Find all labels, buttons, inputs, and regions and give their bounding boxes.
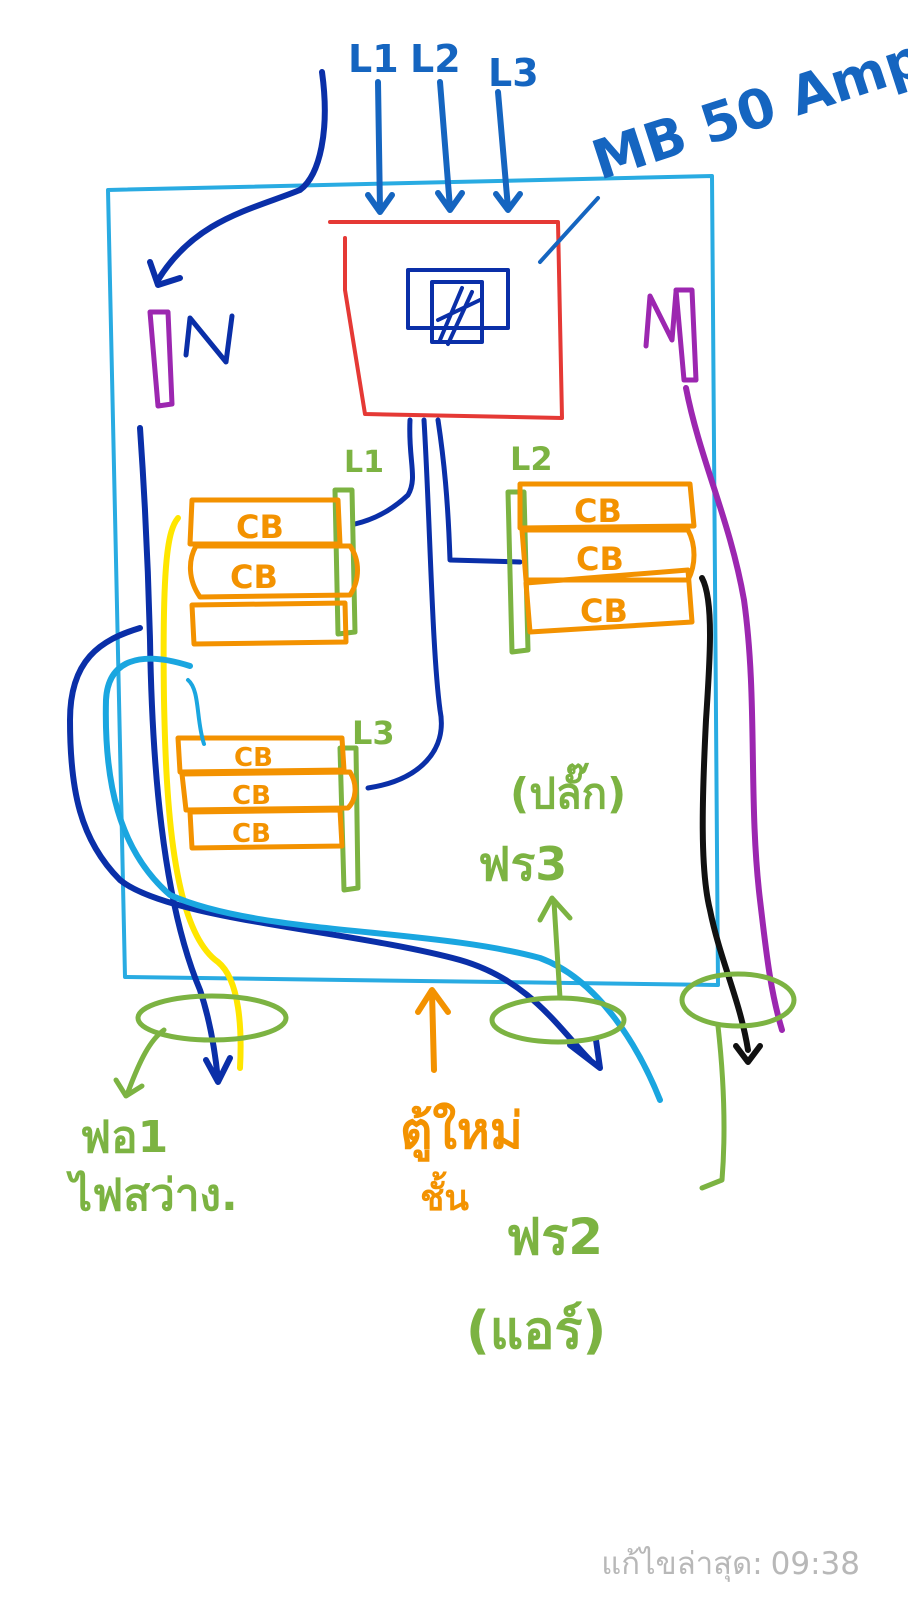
main-breaker-pointer bbox=[538, 196, 600, 264]
floor3-label: ฟร3 bbox=[478, 837, 567, 891]
bus-l2-cb-1: CB bbox=[574, 492, 622, 530]
neutral-bar-right bbox=[643, 287, 699, 383]
new-cabinet-arrow bbox=[415, 987, 451, 1073]
bus-l3-label: L3 bbox=[352, 714, 395, 752]
floor2-ac-label: (แอร์) bbox=[466, 1301, 606, 1361]
breaker-to-bus-wires bbox=[352, 417, 523, 791]
last-edited-timestamp: แก้ไขล่าสุด:09:38 bbox=[601, 1538, 868, 1588]
input-phase-label-3: L3 bbox=[488, 51, 539, 95]
floor1-neutral-wire bbox=[137, 425, 233, 1085]
floor2-label: ฟร2 bbox=[506, 1208, 603, 1266]
enclosure-outline bbox=[106, 174, 720, 987]
floor1-label: ฟอ1 bbox=[80, 1112, 168, 1163]
floor3-purple-neutral bbox=[683, 385, 785, 1033]
floor2-blue-wire bbox=[67, 625, 603, 1071]
floor1-cyan-drop bbox=[186, 678, 206, 746]
floor3-black-wire bbox=[699, 575, 763, 1065]
neutral-bar-left bbox=[147, 309, 175, 409]
cable-glands bbox=[135, 971, 797, 1045]
neutral-bar-right-label: N bbox=[650, 339, 652, 341]
new-cabinet-label: ตู้ใหม่ bbox=[400, 1102, 523, 1162]
floor1-lighting-label: ไฟสว่าง. bbox=[66, 1169, 238, 1221]
main-breaker-switch-icon bbox=[406, 268, 510, 346]
floor3-plug-label: (ปลั๊ก) bbox=[510, 762, 626, 818]
bus-l1-breakers bbox=[187, 497, 360, 647]
neutral-bar-left-n-glyph bbox=[183, 313, 235, 365]
bus-l3-cb-3: CB bbox=[232, 819, 271, 849]
input-phase-label-1: L1 bbox=[348, 37, 399, 81]
bus-l2-breakers bbox=[517, 481, 697, 635]
bus-l1-label: L1 bbox=[344, 445, 384, 480]
bus-l2-label: L2 bbox=[510, 440, 553, 478]
bus-l1-cb-1: CB bbox=[236, 508, 284, 546]
main-breaker-box bbox=[328, 220, 564, 420]
floor1-yellow-wire bbox=[160, 515, 244, 1071]
incoming-neutral-wire bbox=[147, 69, 328, 288]
bus-l1-bar bbox=[332, 487, 358, 637]
bus-l1-cb-2: CB bbox=[230, 558, 278, 596]
main-breaker-label: MB 50 Amp bbox=[585, 26, 908, 192]
floor3-up-arrow bbox=[537, 895, 573, 1001]
bus-l3-cb-2: CB bbox=[232, 781, 271, 811]
floor2-cyan-wire bbox=[102, 655, 663, 1103]
floor1-down-arrow bbox=[113, 1027, 167, 1099]
bus-l2-cb-3: CB bbox=[580, 592, 628, 630]
last-edited-label: แก้ไขล่าสุด: bbox=[601, 1546, 763, 1582]
last-edited-time: 09:38 bbox=[770, 1546, 860, 1582]
bus-l3-breakers bbox=[175, 735, 358, 851]
new-cabinet-sub-label: ชั้น bbox=[420, 1171, 469, 1219]
floor2-down-arrow bbox=[699, 1023, 727, 1191]
bus-l3-cb-1: CB bbox=[234, 743, 273, 773]
bus-l2-cb-2: CB bbox=[576, 540, 624, 578]
input-phase-arrows bbox=[365, 79, 523, 215]
input-phase-label-2: L2 bbox=[410, 37, 461, 81]
